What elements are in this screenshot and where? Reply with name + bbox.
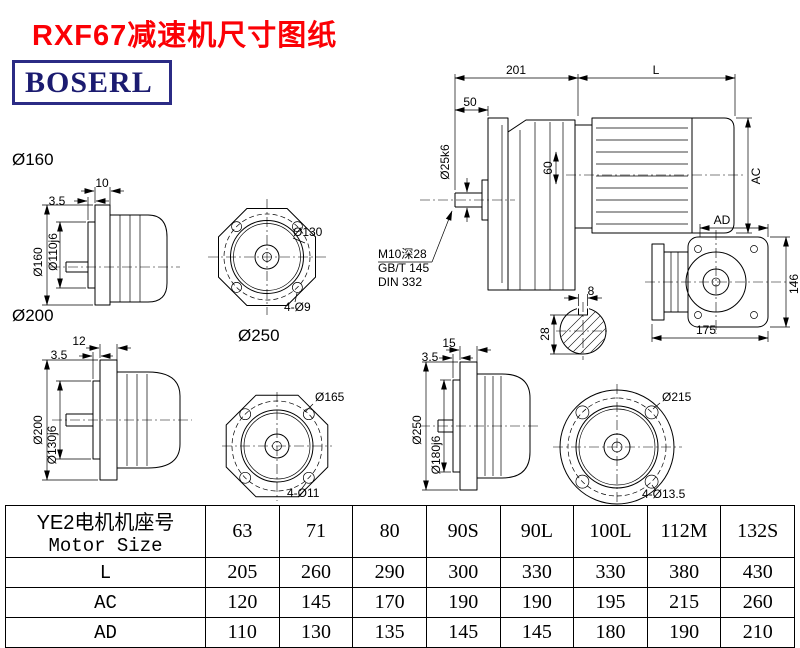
size-col-80: 80: [352, 505, 427, 558]
dimension-table-wrap: YE2电机机座号 Motor Size 63 71 80 90S 90L 100…: [5, 505, 795, 648]
cell-AD-71: 130: [278, 617, 354, 648]
cell-AD-90L: 145: [499, 617, 575, 648]
technical-drawing: 201 L 50 Ø25k6 60 AC M10深28 GB/T 145 DIN…: [31, 63, 800, 505]
cell-L-71: 260: [278, 557, 354, 588]
note-std1: GB/T 145: [378, 261, 429, 275]
cell-AC-63: 120: [205, 587, 280, 618]
size-col-90L: 90L: [499, 505, 575, 558]
cell-AD-132S: 210: [720, 617, 795, 648]
dim-spigot180-label: Ø180j6: [429, 435, 443, 474]
dim-28-label: 28: [538, 327, 552, 341]
flange-160-side-view: 10 3.5 Ø160 Ø110j6: [31, 176, 180, 306]
cell-AC-132S: 260: [720, 587, 795, 618]
dim-12-label: 12: [72, 334, 86, 348]
brand-logo-text: BOSERL: [25, 65, 153, 99]
dim-3p5-label-200: 3.5: [51, 348, 68, 362]
front-view-130: Ø130 4-Ø9: [208, 199, 326, 315]
cell-AD-100L: 180: [573, 617, 648, 648]
cell-L-132S: 430: [720, 557, 795, 588]
size-col-100L: 100L: [573, 505, 648, 558]
motor-end-view: AD 146 175: [645, 213, 800, 342]
note-std2: DIN 332: [378, 275, 422, 289]
size-col-71: 71: [278, 505, 354, 558]
dim-AC-label: AC: [749, 167, 763, 184]
table-row-AD: AD 110 130 135 145 145 180 190 210: [5, 617, 795, 648]
view-label-200: Ø200: [12, 306, 54, 325]
dim-od200-label: Ø200: [31, 415, 45, 445]
dim-bolt165-label: Ø165: [315, 390, 345, 404]
page-title-text: RXF67减速机尺寸图纸: [32, 20, 338, 52]
brand-logo: BOSERL: [12, 60, 172, 105]
dim-bolt215-label: Ø215: [662, 390, 692, 404]
cell-AD-112M: 190: [646, 617, 722, 648]
thread-note: M10深28 GB/T 145 DIN 332: [378, 210, 453, 289]
dimension-table: YE2电机机座号 Motor Size 63 71 80 90S 90L 100…: [5, 505, 795, 648]
dim-15-label: 15: [442, 336, 456, 350]
cell-AD-63: 110: [205, 617, 280, 648]
shaft-keyway-section: 8 28: [538, 284, 610, 360]
cell-L-112M: 380: [646, 557, 722, 588]
dim-L-label: L: [653, 63, 660, 77]
cell-AC-71: 145: [278, 587, 354, 618]
table-row-AC: AC 120 145 170 190 190 195 215 260: [5, 587, 795, 618]
size-col-112M: 112M: [646, 505, 722, 558]
dim-shaft-label: Ø25k6: [438, 144, 452, 180]
row-label-AC: AC: [5, 587, 206, 618]
dim-3p5-label-250: 3.5: [422, 350, 439, 364]
front-view-215: Ø215 4-Ø13.5: [553, 384, 692, 505]
motor-size-header-en: Motor Size: [48, 535, 163, 557]
size-col-90S: 90S: [425, 505, 501, 558]
view-label-160: Ø160: [12, 150, 54, 169]
dim-AD-label: AD: [714, 213, 731, 227]
flange-200-side-view: 12 3.5 Ø200 Ø130j6: [31, 334, 192, 481]
cell-L-63: 205: [205, 557, 280, 588]
cell-AD-80: 135: [352, 617, 427, 648]
dim-60-label: 60: [541, 161, 555, 175]
dim-holes11-label: 4-Ø11: [287, 486, 320, 500]
size-col-132S: 132S: [720, 505, 795, 558]
cell-AC-100L: 195: [573, 587, 648, 618]
dim-od250-label: Ø250: [410, 415, 424, 445]
row-label-L: L: [5, 557, 206, 588]
cell-AD-90S: 145: [425, 617, 501, 648]
cell-AC-80: 170: [352, 587, 427, 618]
dim-od160-label: Ø160: [31, 247, 45, 277]
front-view-165: Ø165 4-Ø11: [222, 390, 345, 501]
view-label-250: Ø250: [238, 326, 280, 345]
cell-L-100L: 330: [573, 557, 648, 588]
cell-L-80: 290: [352, 557, 427, 588]
cell-AC-90L: 190: [499, 587, 575, 618]
dim-spigot110-label: Ø110j6: [46, 233, 60, 271]
motor-size-header-cell: YE2电机机座号 Motor Size: [5, 505, 206, 558]
cell-AC-90S: 190: [425, 587, 501, 618]
dim-bolt130-label: Ø130: [293, 225, 323, 239]
size-col-63: 63: [205, 505, 280, 558]
dim-holes13-label: 4-Ø13.5: [642, 487, 686, 501]
row-label-AD: AD: [5, 617, 206, 648]
dim-201-label: 201: [506, 63, 526, 77]
page-title: RXF67减速机尺寸图纸: [32, 12, 337, 54]
note-tap: M10深28: [378, 247, 427, 261]
dim-8-label: 8: [588, 284, 595, 298]
dim-3p5-label-160: 3.5: [49, 194, 66, 208]
dim-146-label: 146: [787, 274, 800, 294]
dim-50-label: 50: [463, 95, 477, 109]
dim-spigot130-label: Ø130j6: [45, 425, 59, 464]
cell-L-90S: 300: [425, 557, 501, 588]
dim-175-label: 175: [696, 323, 716, 337]
motor-size-header-cn: YE2电机机座号: [36, 512, 175, 534]
main-side-view: 201 L 50 Ø25k6 60 AC: [420, 63, 763, 291]
dim-holes9-label: 4-Ø9: [284, 300, 311, 314]
flange-250-side-view: 15 3.5 Ø250 Ø180j6: [410, 336, 540, 491]
cell-L-90L: 330: [499, 557, 575, 588]
dim-10-label: 10: [95, 176, 109, 190]
cell-AC-112M: 215: [646, 587, 722, 618]
table-row-L: L 205 260 290 300 330 330 380 430: [5, 557, 795, 588]
table-header-row: YE2电机机座号 Motor Size 63 71 80 90S 90L 100…: [5, 505, 795, 558]
